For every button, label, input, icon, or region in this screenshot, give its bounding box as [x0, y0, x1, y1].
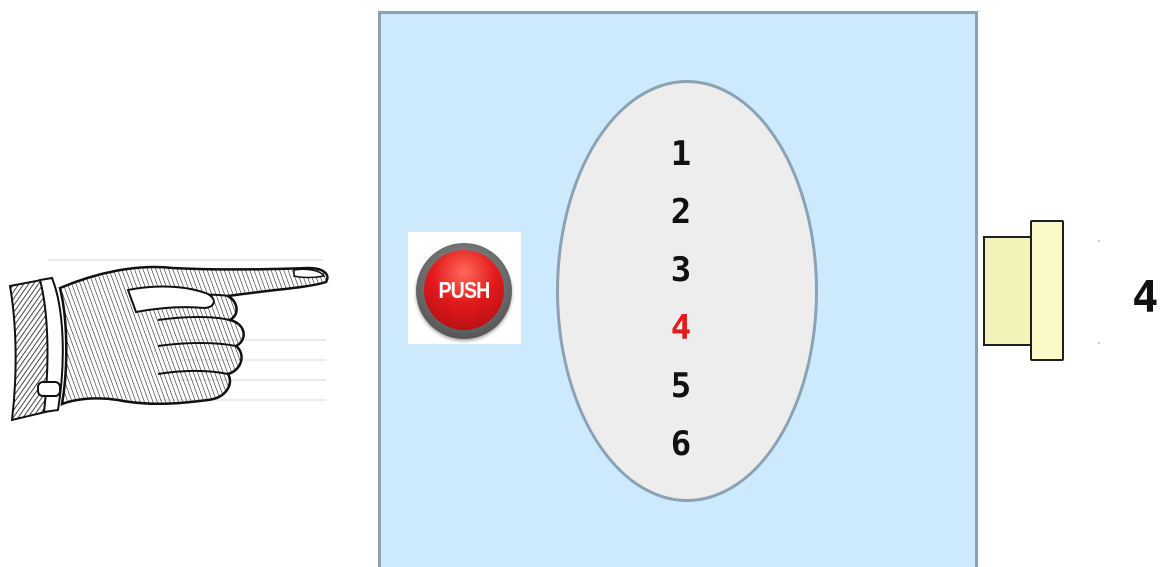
output-value: 4 — [1132, 272, 1159, 323]
dot — [1098, 342, 1100, 344]
number-item: 3 — [670, 250, 692, 290]
pointing-hand-icon — [8, 259, 329, 422]
number-selector-oval — [556, 80, 818, 502]
push-button-label: PUSH — [438, 276, 491, 303]
output-slot — [983, 236, 1032, 346]
number-item: 1 — [670, 134, 692, 174]
push-button-icon[interactable]: PUSH — [424, 250, 504, 330]
push-button-tile: PUSH — [408, 232, 521, 344]
output-plate — [1030, 220, 1064, 361]
number-item: 6 — [670, 424, 692, 464]
dot — [1098, 240, 1100, 242]
number-list: 1 2 3 4 5 6 — [636, 128, 726, 476]
number-item: 4 — [670, 308, 692, 348]
push-button[interactable]: PUSH — [416, 243, 512, 339]
number-item: 2 — [670, 192, 692, 232]
number-item: 5 — [670, 366, 692, 406]
